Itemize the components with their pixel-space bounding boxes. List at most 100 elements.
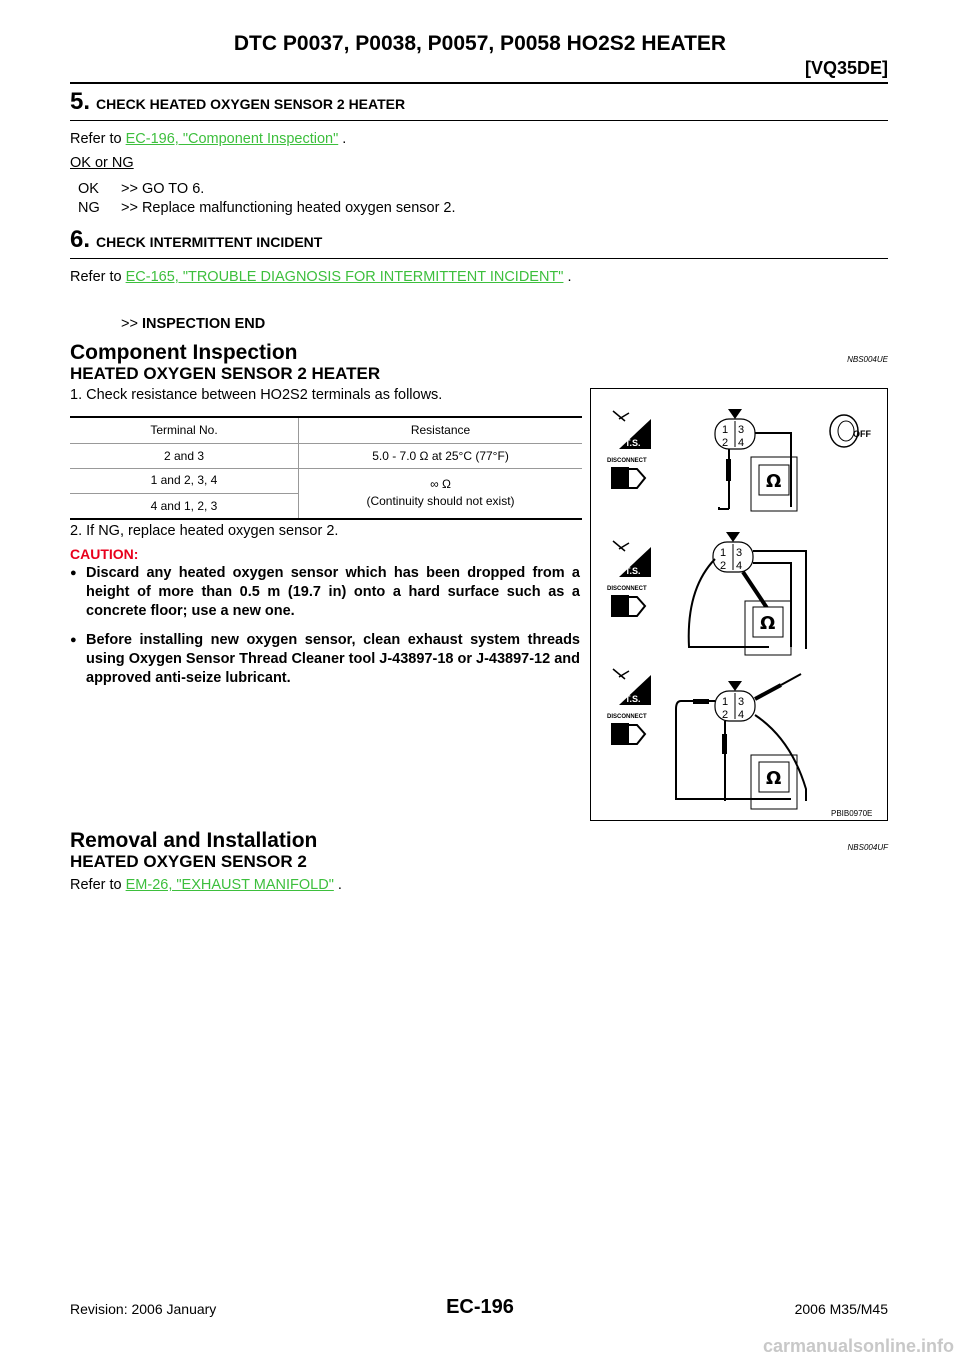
disconnect-label: DISCONNECT: [607, 586, 647, 592]
removal-subtitle: HEATED OXYGEN SENSOR 2: [70, 852, 307, 871]
disconnect-label: DISCONNECT: [607, 714, 647, 720]
resistance-check-diagram: T.S. DISCONNECT 1 3 2 4 Ω OFF: [590, 388, 888, 821]
step-6-title: CHECK INTERMITTENT INCIDENT: [96, 234, 323, 250]
bullet-icon: ●: [70, 567, 77, 579]
vehicle-model: 2006 M35/M45: [794, 1301, 888, 1317]
removal-refer: Refer to EM-26, "EXHAUST MANIFOLD" .: [70, 877, 342, 893]
caution-item: ● Discard any heated oxygen sensor which…: [70, 564, 580, 621]
header-rule: [70, 82, 888, 84]
resistance-table: Terminal No. Resistance 2 and 3 5.0 - 7.…: [70, 416, 582, 520]
ts-label: T.S.: [625, 694, 641, 704]
refer-suffix: .: [333, 877, 342, 893]
end-prefix: >>: [121, 316, 142, 332]
page-number: EC-196: [446, 1296, 514, 1318]
watermark: carmanualsonline.info: [762, 1336, 954, 1356]
step-5-rule: [70, 120, 888, 121]
sensor-connector-3: [714, 681, 756, 722]
pin-4: 4: [738, 437, 744, 449]
revision-label: Revision: 2006 January: [70, 1301, 217, 1317]
col-terminal-header: Terminal No.: [70, 418, 299, 443]
caution-text: Before installing new oxygen sensor, cle…: [86, 632, 580, 686]
step-6-refer: Refer to EC-165, "TROUBLE DIAGNOSIS FOR …: [70, 269, 572, 285]
ignition-off-icon: [829, 414, 859, 448]
infinite-ohm: ∞ Ω: [430, 477, 451, 492]
removal-title: Removal and Installation: [70, 829, 318, 852]
caution-list: ● Discard any heated oxygen sensor which…: [70, 564, 580, 688]
ng-label: NG: [78, 200, 100, 216]
refer-prefix: Refer to: [70, 269, 126, 285]
table-row: 1 and 2, 3, 4 ∞ Ω (Continuity should not…: [70, 467, 582, 518]
ok-result: >> GO TO 6.: [121, 181, 205, 197]
diagram-svg: T.S. DISCONNECT 1 3 2 4 Ω OFF: [607, 409, 872, 818]
inspection-step-1: 1. Check resistance between HO2S2 termin…: [70, 387, 443, 403]
pin-3: 3: [738, 424, 744, 436]
pin-3: 3: [736, 547, 742, 559]
pin-4: 4: [738, 709, 744, 721]
refer-suffix: .: [338, 131, 347, 147]
link-component-inspection[interactable]: EC-196, "Component Inspection": [125, 131, 339, 147]
table-row: 4 and 1, 2, 3: [70, 492, 582, 518]
end-text: INSPECTION END: [141, 316, 266, 332]
refer-suffix: .: [563, 269, 572, 285]
step-5-refer: Refer to EC-196, "Component Inspection" …: [70, 131, 346, 147]
col-resistance-header: Resistance: [410, 423, 471, 438]
caution-item: ● Before installing new oxygen sensor, c…: [70, 631, 580, 688]
engine-model-label: [VQ35DE]: [804, 58, 888, 78]
ok-label: OK: [78, 181, 99, 197]
pin-1: 1: [720, 547, 726, 559]
link-intermittent-incident[interactable]: EC-165, "TROUBLE DIAGNOSIS FOR INTERMITT…: [125, 269, 564, 285]
bullet-icon: ●: [70, 634, 77, 646]
sensor-connector-2: [712, 532, 754, 573]
step-5-title: CHECK HEATED OXYGEN SENSOR 2 HEATER: [96, 96, 406, 112]
refer-prefix: Refer to: [70, 877, 126, 893]
ohm-symbol: Ω: [766, 768, 781, 789]
component-inspection-code: NBS004UE: [847, 355, 888, 364]
table-row: 2 and 3 5.0 - 7.0 Ω at 25°C (77°F): [70, 442, 582, 468]
resistance-cell: ∞ Ω (Continuity should not exist): [298, 467, 582, 518]
ts-label: T.S.: [625, 438, 641, 448]
pin-1: 1: [722, 424, 728, 436]
caution-label: CAUTION:: [70, 546, 139, 562]
resistance-cell: 5.0 - 7.0 Ω at 25°C (77°F): [298, 442, 582, 468]
step-5-heading: 5. CHECK HEATED OXYGEN SENSOR 2 HEATER: [70, 88, 405, 116]
no-continuity-note: (Continuity should not exist): [366, 494, 515, 509]
inspection-step-2: 2. If NG, replace heated oxygen sensor 2…: [70, 523, 339, 539]
pin-1: 1: [722, 696, 728, 708]
ohmmeter-2: [744, 600, 792, 656]
off-label: OFF: [853, 429, 871, 439]
connector-icon: [611, 467, 647, 489]
step-6-rule: [70, 258, 888, 259]
pin-4: 4: [736, 560, 742, 572]
terminal-cell: 1 and 2, 3, 4: [70, 467, 299, 493]
pin-3: 3: [738, 696, 744, 708]
figure-code: PBIB0970E: [831, 809, 872, 818]
ts-label: T.S.: [625, 566, 641, 576]
caution-text: Discard any heated oxygen sensor which h…: [86, 565, 580, 619]
pin-2: 2: [720, 560, 726, 572]
ohmmeter-1: [750, 456, 798, 512]
pin-2: 2: [722, 709, 728, 721]
ng-result: >> Replace malfunctioning heated oxygen …: [121, 200, 456, 216]
removal-code: NBS004UF: [847, 843, 888, 852]
ohm-symbol: Ω: [766, 471, 781, 492]
refer-prefix: Refer to: [70, 131, 126, 147]
pin-2: 2: [722, 437, 728, 449]
terminal-cell: 2 and 3: [70, 442, 299, 468]
ok-or-ng-label: OK or NG: [70, 155, 134, 171]
ts-disconnect-icon: [612, 540, 651, 577]
component-inspection-subtitle: HEATED OXYGEN SENSOR 2 HEATER: [70, 364, 381, 383]
sensor-connector-1: [714, 409, 756, 450]
step-5-number: 5.: [70, 88, 91, 115]
component-inspection-title: Component Inspection: [70, 341, 298, 364]
step-6-heading: 6. CHECK INTERMITTENT INCIDENT: [70, 226, 322, 254]
inspection-end: >> INSPECTION END: [121, 316, 265, 332]
ts-disconnect-icon: [612, 668, 651, 705]
link-exhaust-manifold[interactable]: EM-26, "EXHAUST MANIFOLD": [125, 877, 334, 893]
step-6-number: 6.: [70, 226, 91, 253]
ohm-symbol: Ω: [760, 613, 775, 634]
disconnect-label: DISCONNECT: [607, 458, 647, 464]
ohmmeter-3: [750, 754, 798, 810]
page-header-title: DTC P0037, P0038, P0057, P0058 HO2S2 HEA…: [233, 32, 727, 55]
table-header-row: Terminal No. Resistance: [70, 418, 582, 443]
connector-icon: [611, 723, 647, 745]
